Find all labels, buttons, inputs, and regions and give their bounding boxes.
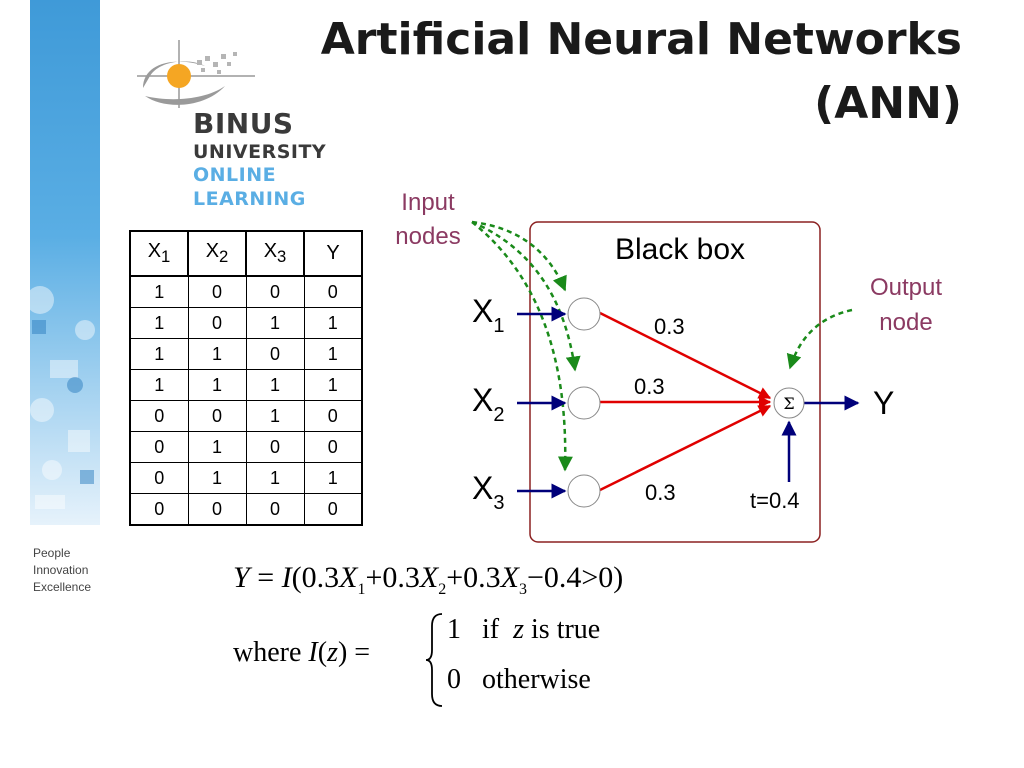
sum-node [773, 387, 805, 419]
table-cell: 0 [303, 276, 363, 308]
tagline-line: People [33, 546, 71, 560]
tagline-line: Innovation [33, 563, 89, 577]
tagline: People Innovation Excellence [33, 545, 91, 596]
case-true: 1 if z is true [447, 614, 601, 645]
weight-edge-1 [599, 311, 772, 400]
slide-title: Artificial Neural Networks (ANN) [321, 8, 962, 136]
threshold-label: t=0.4 [750, 488, 800, 513]
logo-learning: LEARNING [193, 188, 306, 210]
input-label-x3: X3 [472, 470, 504, 514]
output-label-y: Y [873, 385, 894, 421]
table-cell: 1 [129, 369, 189, 401]
table-cell: 1 [245, 307, 305, 339]
input-node-2 [567, 386, 601, 420]
input-nodes-label: Input [401, 189, 455, 216]
input-pointer-arrow [471, 220, 567, 292]
logo-online: ONLINE [193, 164, 277, 186]
black-box-label: Black box [615, 233, 745, 266]
decorative-sidebar [30, 0, 100, 525]
input-node-1 [567, 297, 601, 331]
table-cell: 0 [245, 276, 305, 308]
table-header-row: X1 X2 X3 Y [129, 230, 363, 277]
input-pointer-arrow [471, 221, 573, 472]
title-line-1: Artificial Neural Networks [320, 14, 962, 65]
header-x1: X1 [129, 230, 189, 277]
output-node-label-2: node [879, 309, 932, 336]
perceptron-diagram: Black box Input nodes Output node Σ X1 X… [395, 189, 942, 543]
table-cell: 1 [245, 462, 305, 494]
table-cell: 0 [303, 493, 363, 526]
table-cell: 0 [245, 493, 305, 526]
table-cell: 1 [187, 431, 247, 463]
input-node-3 [567, 474, 601, 508]
input-label-x1: X1 [472, 293, 504, 337]
input-label-x2: X2 [472, 382, 504, 426]
output-pointer-arrow [786, 308, 853, 370]
table-cell: 0 [187, 493, 247, 526]
table-cell: 1 [303, 462, 363, 494]
table-cell: 0 [187, 400, 247, 432]
binus-logo: BINUS UNIVERSITY ONLINE LEARNING [135, 38, 335, 218]
table-cell: 1 [187, 338, 247, 370]
header-y: Y [303, 230, 363, 277]
input-nodes-label-2: nodes [395, 223, 460, 250]
weight-label-2: 0.3 [634, 374, 665, 399]
weight-label-1: 0.3 [654, 314, 685, 339]
sigma-icon: Σ [783, 394, 794, 413]
weight-label-3: 0.3 [645, 480, 676, 505]
logo-university: UNIVERSITY [193, 141, 327, 163]
table-cell: 1 [187, 462, 247, 494]
output-node-label: Output [870, 274, 942, 301]
table-cell: 0 [129, 462, 189, 494]
left-brace-icon [425, 613, 443, 707]
tagline-line: Excellence [33, 580, 92, 594]
black-box [529, 221, 821, 543]
table-cell: 0 [129, 400, 189, 432]
header-x3: X3 [245, 230, 305, 277]
title-line-2: (ANN) [814, 78, 962, 129]
header-x2: X2 [187, 230, 247, 277]
input-pointer-arrow [471, 220, 581, 372]
logo-mark-icon [137, 40, 255, 108]
activation-formula: Y = I(0.3X1+0.3X2+0.3X3−0.4>0) [233, 561, 624, 598]
table-cell: 0 [303, 400, 363, 432]
logo-brand: BINUS [193, 107, 294, 140]
weight-edge-3 [599, 404, 772, 492]
indicator-definition: where I(z) = [233, 637, 371, 668]
table-cell: 0 [303, 431, 363, 463]
case-otherwise: 0 otherwise [447, 664, 591, 695]
table-cell: 0 [129, 493, 189, 526]
